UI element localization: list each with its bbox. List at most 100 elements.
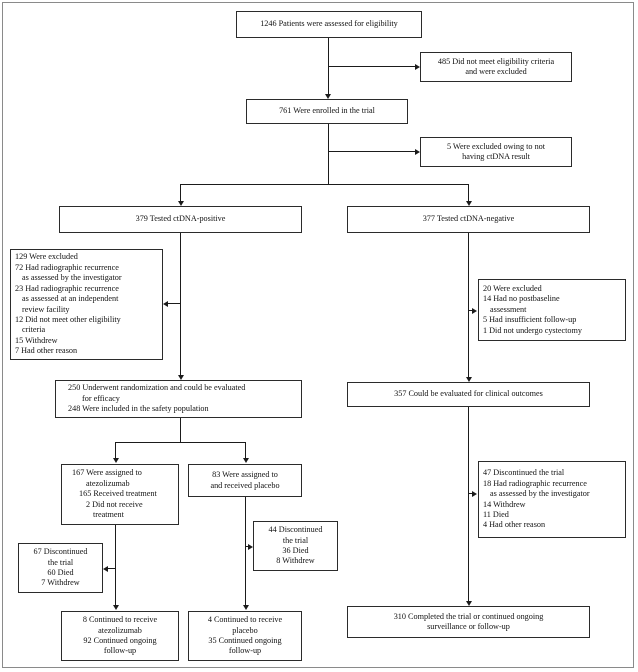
node-line: and were excluded (465, 67, 527, 76)
node-line: 761 Were enrolled in the trial (279, 106, 375, 116)
arrow-down-to-enrolled (325, 94, 331, 99)
node-line: 165 Received treatment (79, 489, 157, 499)
node-line: 2 Did not receive (86, 499, 143, 509)
node-line: 357 Could be evaluated for clinical outc… (394, 389, 543, 399)
node-line: 14 Had no postbaseline (483, 294, 560, 304)
arrow-down-to-completed (465, 601, 472, 606)
node-assigned-placebo: 83 Were assigned to and received placebo (188, 464, 302, 497)
node-atezolizumab-continued: 8 Continued to receive atezolizumab 92 C… (61, 611, 179, 661)
node-line: having ctDNA result (462, 152, 530, 161)
node-line: as assessed by the investigator (490, 489, 590, 499)
node-line: 15 Withdrew (15, 335, 58, 345)
node-line: 83 Were assigned to (212, 470, 278, 480)
arrow-down-to-ctdna-negative (465, 201, 472, 206)
connector-arm-left (115, 442, 117, 458)
node-placebo-discontinued: 44 Discontinued the trial 36 Died 8 With… (253, 521, 338, 571)
arrow-right-to-negative-excluded (472, 307, 477, 314)
node-line: 36 Died (282, 546, 309, 555)
node-line: 5 Were excluded owing to not (446, 141, 546, 151)
arrow-down-to-atezolizumab (112, 458, 119, 463)
node-enrolled-in-trial: 761 Were enrolled in the trial (246, 99, 408, 124)
connector-to-excluded-485 (328, 66, 415, 68)
connector-randomized-down (180, 418, 182, 443)
node-line: 20 Were excluded (483, 283, 542, 293)
node-line: 18 Had radiographic recurrence (483, 478, 587, 488)
node-line: 379 Tested ctDNA-positive (135, 214, 226, 224)
node-line: 92 Continued ongoing (83, 636, 157, 645)
node-line: 7 Had other reason (15, 346, 78, 356)
node-line: 47 Discontinued the trial (483, 468, 565, 478)
node-line: 310 Completed the trial or continued ong… (393, 611, 544, 621)
connector-arm-right (245, 442, 247, 458)
node-assessed-for-eligibility: 1246 Patients were assessed for eligibil… (236, 11, 422, 38)
node-placebo-continued: 4 Continued to receive placebo 35 Contin… (188, 611, 302, 661)
node-evaluated-clinical-outcomes: 357 Could be evaluated for clinical outc… (347, 382, 590, 407)
node-line: 8 Withdrew (276, 556, 315, 566)
node-positive-excluded: 129 Were excluded 72 Had radiographic re… (10, 249, 163, 360)
connector-split-right (468, 184, 470, 201)
node-line: placebo (232, 625, 258, 635)
arrow-right-to-placebo-discontinued (248, 543, 253, 550)
arrow-left-to-positive-excluded (163, 300, 168, 307)
connector-evaluated-down (468, 407, 470, 601)
node-line: 1 Did not undergo cystectomy (483, 325, 582, 335)
node-did-not-meet-eligibility: 485 Did not meet eligibility criteria an… (420, 52, 572, 82)
node-line: 5 Had insufficient follow-up (483, 315, 577, 325)
arrow-right-to-excluded-485 (415, 63, 420, 70)
node-line: the trial (47, 557, 74, 567)
node-line: 60 Died (47, 568, 74, 577)
node-line: 129 Were excluded (15, 252, 78, 262)
node-line: as assessed by the investigator (22, 273, 122, 283)
connector-split-arms (115, 442, 246, 444)
connector-enrolled-down (328, 124, 330, 185)
connector-to-positive-excluded (168, 303, 181, 305)
node-line: assessment (490, 304, 527, 314)
node-ctdna-negative: 377 Tested ctDNA-negative (347, 206, 590, 233)
node-line: as assessed at an independent (22, 294, 119, 304)
node-line: 35 Continued ongoing (208, 636, 282, 645)
arrow-down-to-placebo (242, 458, 249, 463)
node-line: 14 Withdrew (483, 499, 526, 509)
node-line: 377 Tested ctDNA-negative (422, 214, 515, 224)
arrow-down-to-randomization (177, 375, 184, 380)
connector-to-placebo-discontinued (245, 546, 248, 548)
node-completed-trial: 310 Completed the trial or continued ong… (347, 606, 590, 638)
node-line: 8 Continued to receive (82, 615, 158, 625)
node-negative-excluded: 20 Were excluded 14 Had no postbaseline … (478, 279, 626, 341)
connector-to-atezolizumab-discontinued (108, 568, 116, 570)
connector-placebo-down (245, 497, 247, 605)
node-line: follow-up (228, 646, 262, 656)
node-line: 67 Discontinued (33, 547, 88, 557)
arrow-right-to-excluded-5 (415, 148, 420, 155)
node-line: 250 Underwent randomization and could be… (68, 383, 246, 393)
connector-to-negative-excluded (468, 310, 473, 312)
node-line: 44 Discontinued (268, 525, 323, 535)
node-negative-discontinued: 47 Discontinued the trial 18 Had radiogr… (478, 461, 626, 538)
arrow-down-to-ctdna-positive (177, 201, 184, 206)
node-line: 72 Had radiographic recurrence (15, 262, 119, 272)
node-line: atezolizumab (98, 625, 142, 635)
node-line: 23 Had radiographic recurrence (15, 283, 119, 293)
node-line: criteria (22, 325, 46, 335)
node-line: the trial (282, 535, 309, 545)
node-ctdna-positive: 379 Tested ctDNA-positive (59, 206, 302, 233)
arrow-right-to-negative-discontinued (472, 490, 477, 497)
arrow-left-to-atezolizumab-discontinued (103, 565, 108, 572)
node-line: 7 Withdrew (41, 578, 80, 588)
node-line: 12 Did not meet other eligibility (15, 314, 121, 324)
connector-negative-down (468, 233, 470, 377)
node-line: 4 Continued to receive (207, 615, 283, 625)
node-line: review facility (22, 304, 70, 314)
connector-split-ctdna (180, 184, 469, 186)
node-assigned-atezolizumab: 167 Were assigned to atezolizumab 165 Re… (61, 464, 179, 525)
arrow-down-to-placebo-continued (242, 605, 249, 610)
node-atezolizumab-discontinued: 67 Discontinued the trial 60 Died 7 With… (18, 543, 103, 593)
arrow-down-to-atezolizumab-continued (112, 605, 119, 610)
node-line: 485 Did not meet eligibility criteria (437, 56, 555, 66)
connector-atezolizumab-down (115, 525, 117, 605)
node-line: for efficacy (82, 393, 120, 403)
node-line: 4 Had other reason (483, 520, 546, 530)
node-underwent-randomization: 250 Underwent randomization and could be… (55, 380, 302, 418)
connector-split-left (180, 184, 182, 201)
